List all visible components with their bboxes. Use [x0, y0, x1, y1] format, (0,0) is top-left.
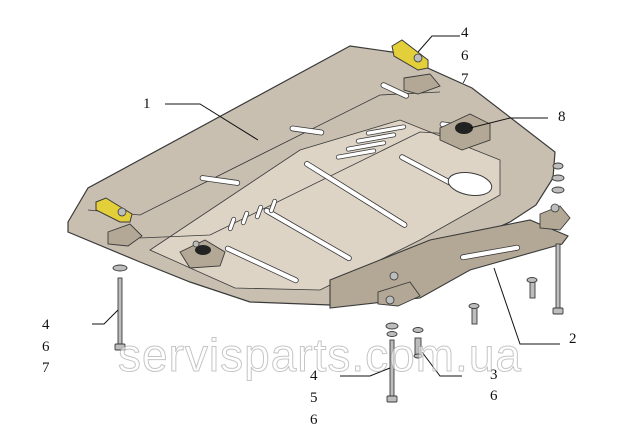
plate-hardware	[117, 53, 560, 305]
callout-6-top: 6	[461, 48, 469, 64]
callout-3: 3	[490, 367, 498, 383]
callout-7-top: 7	[461, 71, 469, 87]
fasteners	[112, 162, 565, 403]
callout-8: 8	[558, 109, 566, 125]
callout-1: 1	[143, 96, 151, 112]
leader-lines	[92, 35, 560, 377]
callout-6-left: 6	[42, 339, 50, 355]
rubber-bushings	[195, 122, 473, 255]
callout-4-top: 4	[461, 25, 469, 41]
callout-6-right: 6	[490, 388, 498, 404]
side-plate	[329, 219, 569, 309]
callout-2: 2	[569, 331, 577, 347]
callout-4-left: 4	[42, 317, 50, 333]
callout-4-bottom: 4	[310, 368, 318, 384]
callout-5-bottom: 5	[310, 390, 318, 406]
slots	[199, 82, 521, 284]
oval-opening	[447, 172, 493, 196]
callout-7-left: 7	[42, 360, 50, 376]
callout-6-bottom: 6	[310, 412, 318, 428]
